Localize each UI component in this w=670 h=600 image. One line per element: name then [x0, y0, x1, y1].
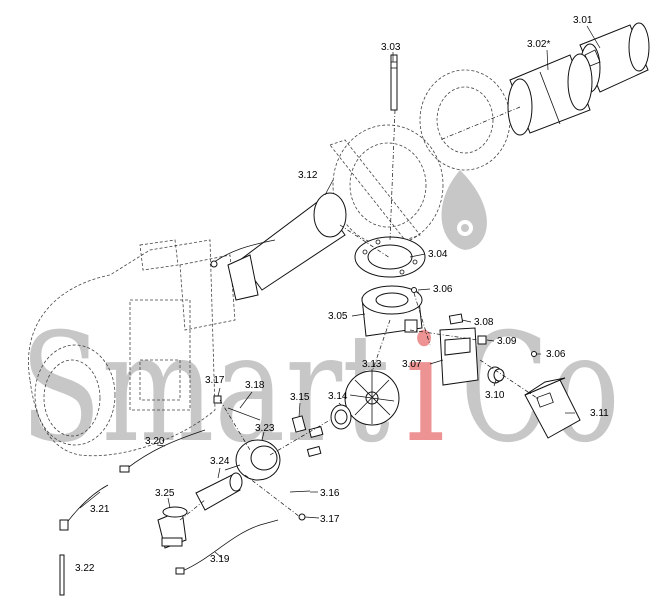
cable-3-21-plug [59, 519, 69, 531]
ring-3-14 [330, 404, 352, 430]
label-3-06-a: 3.06 [433, 284, 453, 295]
cable-gland-3-10 [487, 366, 505, 384]
screw-3-06-a [411, 287, 417, 293]
nozzle-3-17-a [213, 395, 222, 404]
rod-3-18 [227, 407, 261, 421]
rod-3-03 [390, 54, 398, 111]
label-3-04: 3.04 [428, 249, 448, 260]
label-3-02: 3.02* [527, 39, 550, 50]
control-unit-3-07 [439, 327, 479, 386]
label-3-05: 3.05 [328, 311, 348, 322]
blast-tube-3-01 [579, 22, 650, 93]
pump-3-23 [224, 439, 281, 481]
label-3-13: 3.13 [362, 359, 382, 370]
part-3-08 [448, 313, 464, 325]
motor-3-24 [195, 472, 243, 511]
label-3-16: 3.16 [320, 488, 340, 499]
leader-lines [79, 25, 601, 559]
part-3-15-c [306, 445, 322, 458]
valve-3-25 [157, 506, 188, 549]
part-labels: 3.01 3.02* 3.03 3.12 3.04 3.06 3.05 3.08… [75, 15, 609, 574]
fan-housing-3-05 [361, 285, 423, 337]
label-3-01: 3.01 [573, 15, 593, 26]
terminal-box-3-11 [524, 377, 581, 439]
label-3-15: 3.15 [290, 392, 310, 403]
rod-3-16 [289, 490, 311, 493]
cable-3-19-plug [175, 567, 185, 575]
cable-3-21 [64, 484, 109, 526]
burner-housing-outline [28, 239, 236, 457]
label-3-21: 3.21 [90, 504, 110, 515]
label-3-08: 3.08 [474, 317, 494, 328]
watermark: Smart i Co [20, 170, 620, 476]
label-3-06-b: 3.06 [546, 349, 566, 360]
screw-3-06-b [531, 351, 537, 357]
label-3-14: 3.14 [328, 391, 348, 402]
label-3-20: 3.20 [145, 436, 165, 447]
label-3-03: 3.03 [381, 42, 401, 53]
fan-wheel-3-13 [344, 370, 400, 426]
gasket-3-04 [354, 236, 426, 278]
label-3-11: 3.11 [590, 408, 609, 419]
label-3-23: 3.23 [255, 423, 275, 434]
label-3-25: 3.25 [155, 488, 175, 499]
combustion-head-3-12 [209, 192, 347, 301]
label-3-10: 3.10 [485, 390, 505, 401]
label-3-09: 3.09 [497, 336, 517, 347]
label-3-07: 3.07 [402, 359, 422, 370]
label-3-17-b: 3.17 [320, 514, 340, 525]
cable-3-20-plug [119, 465, 130, 473]
part-3-15-b [308, 425, 324, 439]
label-3-12: 3.12 [298, 170, 318, 181]
watermark-text-left: Smart [20, 302, 390, 476]
label-3-19: 3.19 [210, 554, 230, 565]
watermark-drop-icon [441, 170, 487, 250]
label-3-22: 3.22 [75, 563, 95, 574]
label-3-24: 3.24 [210, 456, 230, 467]
assembly-axes [179, 106, 541, 521]
label-3-18: 3.18 [245, 380, 265, 391]
cable-3-20 [124, 429, 206, 471]
part-3-09 [477, 335, 487, 345]
blast-tube-3-02 [507, 53, 593, 136]
cable-3-19 [179, 519, 279, 573]
coupling-3-15 [291, 415, 307, 433]
label-3-17-a: 3.17 [205, 375, 225, 386]
electrode-3-22 [59, 554, 65, 596]
